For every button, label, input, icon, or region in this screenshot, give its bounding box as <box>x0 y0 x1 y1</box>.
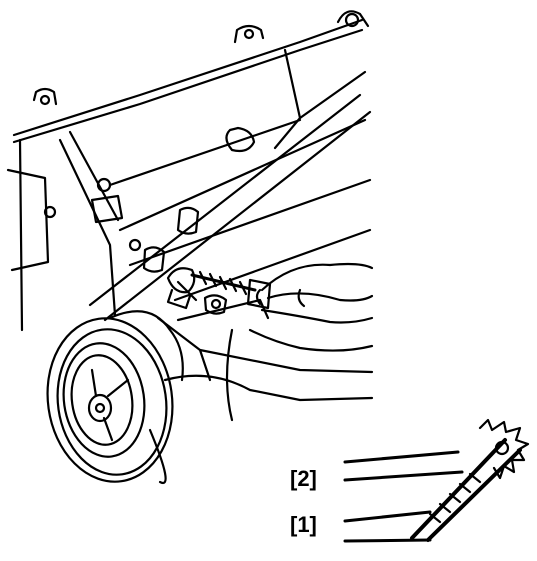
frame-panel <box>6 48 372 332</box>
diagonal-strut <box>88 93 372 322</box>
hand <box>225 262 374 422</box>
callout-label-2: [2] <box>290 466 317 491</box>
wheel <box>46 310 184 485</box>
spring-mechanism <box>166 267 272 322</box>
upper-frame-beam <box>12 10 370 144</box>
lower-frame-body <box>156 316 374 402</box>
callout-label-1: [1] <box>290 512 317 537</box>
detail-inset <box>343 418 530 543</box>
